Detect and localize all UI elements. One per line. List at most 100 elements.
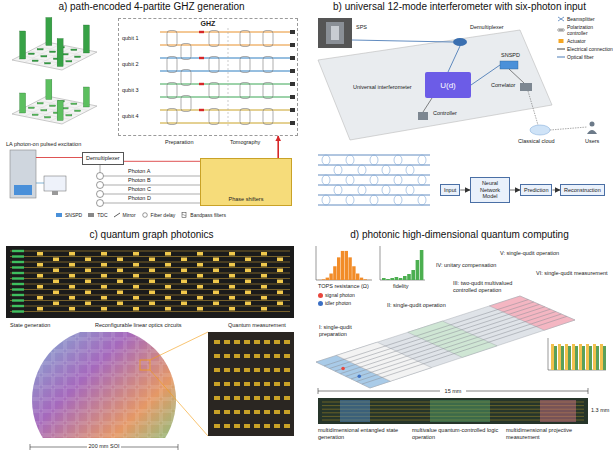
histogram-bar — [403, 276, 407, 280]
coupler — [101, 274, 107, 278]
dimension-label: 200 mm SOI — [89, 443, 120, 450]
coupler — [85, 258, 91, 262]
chip-body — [316, 296, 575, 388]
bar — [83, 25, 89, 53]
histogram-bar — [382, 278, 386, 280]
bond-pad — [244, 424, 250, 428]
mzi — [322, 175, 330, 185]
coupler — [117, 280, 123, 284]
bar — [600, 344, 603, 370]
mzi — [346, 175, 354, 185]
waveguide — [346, 309, 551, 376]
histogram-bar — [341, 251, 344, 280]
die — [30, 376, 40, 386]
die — [138, 376, 148, 386]
ghz-circuit — [160, 28, 295, 128]
bar — [66, 115, 72, 117]
coupler — [101, 296, 107, 300]
coupler — [181, 269, 187, 273]
coupler — [69, 296, 75, 300]
die — [78, 352, 88, 362]
mzi — [370, 155, 378, 165]
beamsplitter — [240, 109, 250, 125]
node-label: Reconstruction — [564, 187, 601, 194]
wafer-surface — [30, 332, 180, 438]
mzi — [418, 155, 426, 165]
bond-pad — [214, 410, 220, 414]
chip-photo — [208, 332, 294, 436]
axis-label: fidelity — [393, 283, 409, 290]
bar — [50, 105, 56, 107]
sample — [557, 49, 565, 50]
bond-pad — [264, 382, 270, 386]
die — [150, 352, 160, 362]
die — [162, 436, 172, 438]
coupler — [229, 252, 235, 256]
bond-pad — [274, 424, 280, 428]
bond-pad — [274, 368, 280, 372]
die — [78, 388, 88, 398]
die — [78, 376, 88, 386]
qubit-label: qubit 1 — [122, 35, 139, 42]
beamsplitter — [181, 96, 191, 112]
beamsplitter — [209, 31, 219, 47]
phase-shifter — [199, 31, 204, 33]
bond-pad — [254, 410, 260, 414]
bond-pad — [214, 424, 220, 428]
die — [102, 424, 112, 434]
die — [30, 364, 40, 374]
heading: b) universal 12-mode interferometer with… — [306, 1, 613, 13]
mzi — [394, 155, 402, 165]
die — [30, 436, 40, 438]
coupler — [261, 285, 267, 289]
panel: GHZDemultiplexerPhase shiftersa) path-en… — [0, 0, 303, 228]
bond-pad — [234, 410, 240, 414]
coupler — [213, 269, 219, 273]
legend-text: Mirror — [123, 212, 136, 218]
bond-pad — [264, 396, 270, 400]
coupler — [245, 258, 251, 262]
photon-source — [12, 310, 24, 312]
bond-pad — [234, 340, 240, 344]
die — [42, 332, 52, 338]
coupler — [181, 291, 187, 295]
die — [126, 376, 136, 386]
die — [114, 436, 124, 438]
section-label: Reconfigurable linear optics circuits — [95, 322, 182, 329]
legend-item: Optical fiber — [557, 54, 613, 60]
stage-label: IV: unitary compensation — [436, 262, 496, 269]
fiber-spool — [97, 173, 104, 180]
legend-item: Fiber delay — [141, 212, 176, 218]
die — [42, 340, 52, 350]
demultiplexer-box: Demultiplexer — [82, 152, 124, 165]
bar — [41, 110, 47, 112]
waveguide — [362, 316, 567, 384]
die — [174, 332, 184, 338]
beamsplitter — [263, 31, 273, 47]
axis — [380, 246, 381, 280]
die — [54, 332, 64, 338]
bond-pad — [274, 396, 280, 400]
coupler — [229, 274, 235, 278]
bar — [28, 53, 34, 55]
coupler — [117, 269, 123, 273]
die — [42, 364, 52, 374]
beamsplitter — [167, 83, 177, 99]
axis-label: TOPS resistance (Ω) — [318, 283, 369, 290]
process-box: Reconstruction — [560, 184, 605, 197]
phase-shifter — [199, 109, 204, 111]
electrical-wire — [509, 69, 524, 83]
die — [66, 388, 76, 398]
cloud-icon — [530, 125, 550, 135]
interferometer-chip: U(d) — [425, 72, 471, 98]
histogram-bar — [411, 270, 415, 280]
beamsplitter — [240, 83, 250, 99]
coupler — [149, 258, 155, 262]
die — [54, 352, 64, 362]
bond-pad — [254, 382, 260, 386]
wafer-disc — [30, 332, 184, 438]
stage-label: III: two-qudit multivalued controlled op… — [452, 280, 528, 293]
bond-pad — [244, 354, 250, 358]
legend: BeamsplitterPolarization controllerActua… — [557, 16, 613, 60]
